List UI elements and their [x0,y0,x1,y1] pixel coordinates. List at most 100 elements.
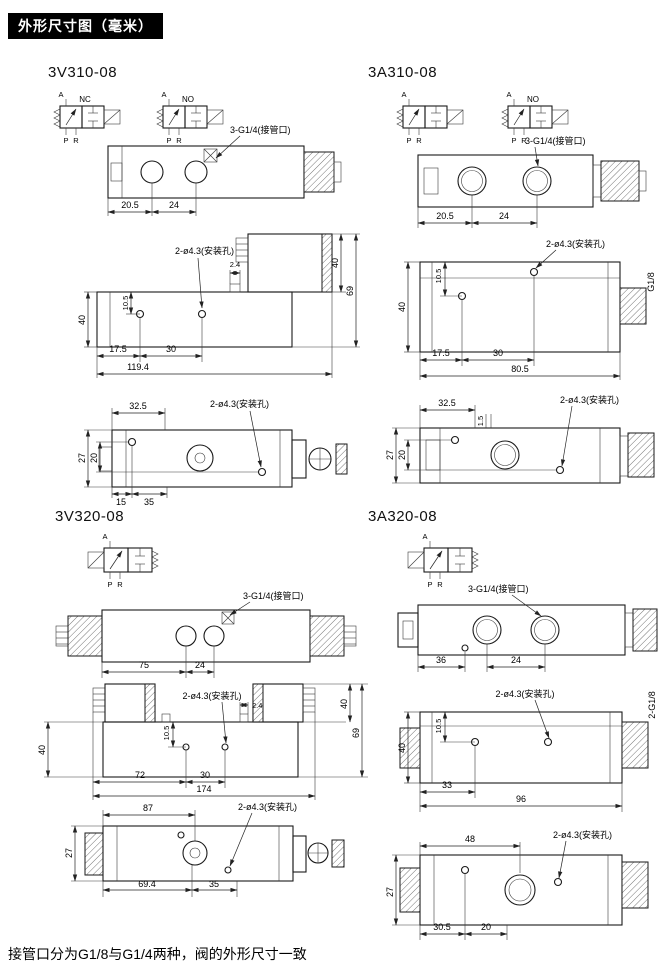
port-letter-p: P [406,136,411,145]
dim-label: 24 [195,660,205,670]
a310-top-view: 3-G1/4(接管口) 20.5 24 [417,135,647,228]
dim-label: 30 [166,344,176,354]
dim-label: 27 [385,887,395,897]
thread-label: G1/8 [646,272,656,292]
dim-label: 40 [330,258,340,268]
hole-note: 2-ø4.3(安装孔) [495,688,554,699]
dim-label: 27 [385,450,395,460]
dim-label: 33 [442,780,452,790]
port-letter-r: R [521,136,527,145]
port-note: 3-G1/4(接管口) [468,583,529,594]
dim-label: 1.5 [476,416,485,426]
symbol-label-nc: NC [79,95,91,104]
dim-label: 10.5 [434,719,443,734]
hole-note: 2-ø4.3(安装孔) [238,801,297,812]
model-title-a320: 3A320-08 [368,508,438,525]
dim-label: 20.5 [121,200,139,210]
dim-label: 17.5 [109,344,127,354]
dim-label: 40 [339,699,349,709]
dim-label: 48 [465,834,475,844]
page-header-badge: 外形尺寸图（毫米） [8,13,163,39]
a320-valve-symbol: A P R [407,532,479,589]
dim-label: 40 [397,743,407,753]
dim-label: 32.5 [129,401,147,411]
dim-label: 40 [77,315,87,325]
symbol-label-no: NO [527,95,539,104]
hole-note: 2-ø4.3(安装孔) [546,238,605,249]
port-letter-r: R [117,580,123,589]
dim-label: 87 [143,803,153,813]
dim-label: 174 [196,784,211,794]
dim-label: 24 [511,655,521,665]
port-note: 3-G1/4(接管口) [243,590,304,601]
port-letter-a: A [401,90,406,99]
symbol-label-no: NO [182,95,194,104]
dim-label: 80.5 [511,364,529,374]
dim-label: 24 [499,211,509,221]
dim-label: 35 [209,879,219,889]
dim-label: 15 [116,497,126,507]
dim-label: 17.5 [432,348,450,358]
port-letter-a: A [422,532,427,541]
dim-label: 69 [351,728,361,738]
port-letter-p: P [511,136,516,145]
dim-label: 20 [397,450,407,460]
v310-top-view: 20.5 24 3-G1/4(接管口) [107,124,342,216]
dim-label: 10.5 [434,269,443,284]
dim-label: 20.5 [436,211,454,221]
dim-label: 119.4 [127,362,149,372]
port-letter-a: A [58,90,63,99]
v320-bottom-view: 87 2-ø4.3(安装孔) 27 69.4 35 [64,801,345,897]
port-letter-r: R [176,136,182,145]
dim-label: 35 [144,497,154,507]
a310-side-view: G1/8 2-ø4.3(安装孔) 10.5 40 17.5 30 80.5 [397,238,656,380]
port-letter-p: P [107,580,112,589]
model-title-a310: 3A310-08 [368,64,438,81]
dim-label: 32.5 [438,398,456,408]
dim-label: 27 [77,453,87,463]
dim-label: 2.4 [230,260,240,269]
dim-label: 69 [345,286,355,296]
model-title-v310: 3V310-08 [48,64,118,81]
dim-label: 24 [169,200,179,210]
hole-note: 2-ø4.3(安装孔) [210,398,269,409]
v310-valve-symbols: NC A P R NO [53,90,224,145]
dim-label: 69.4 [138,879,156,889]
thread-label: 2-G1/8 [647,691,657,719]
dim-label: 36 [436,655,446,665]
dim-label: 75 [139,660,149,670]
dim-label: 40 [37,745,47,755]
a320-top-view: 3-G1/4(接管口) 36 24 [397,583,658,672]
port-note: 3-G1/4(接管口) [230,124,291,135]
port-letter-a: A [102,532,107,541]
dim-label: 72 [135,770,145,780]
port-letter-a: A [506,90,511,99]
footnote: 接管口分为G1/8与G1/4两种，阀的外形尺寸一致 [8,946,307,962]
dim-label: 10.5 [121,296,130,311]
dim-label: 10.5 [162,726,171,741]
hole-note: 2-ø4.3(安装孔) [175,245,234,256]
dim-label: 30 [493,348,503,358]
a320-bottom-view: 2-ø4.3(安装孔) 48 27 30.5 20 [385,829,649,940]
dim-label: 20 [481,922,491,932]
v310-side-view: 2.4 10.5 2-ø4.3(安装孔) 40 69 40 17.5 [77,233,360,378]
dim-label: 96 [516,794,526,804]
port-letter-p: P [427,580,432,589]
port-note: 3-G1/4(接管口) [525,135,586,146]
port-letter-r: R [416,136,422,145]
dim-label: 27 [64,848,74,858]
a320-side-view: 2-ø4.3(安装孔) 10.5 2-G1/8 40 33 96 [397,688,657,812]
hole-note: 2-ø4.3(安装孔) [560,394,619,405]
a310-valve-symbols: A P R NO A P R [396,90,569,145]
dim-label: 20 [89,453,99,463]
hole-note: 2-ø4.3(安装孔) [182,690,241,701]
port-letter-a: A [161,90,166,99]
dim-label: 30 [200,770,210,780]
dim-label: 30.5 [433,922,451,932]
v320-valve-symbol: A P R [87,532,159,589]
model-title-v320: 3V320-08 [55,508,125,525]
v310-bottom-view: 32.5 2-ø4.3(安装孔) 27 20 15 35 [77,398,348,507]
a310-bottom-view: 32.5 1.5 2-ø4.3(安装孔) 27 20 [385,394,655,484]
